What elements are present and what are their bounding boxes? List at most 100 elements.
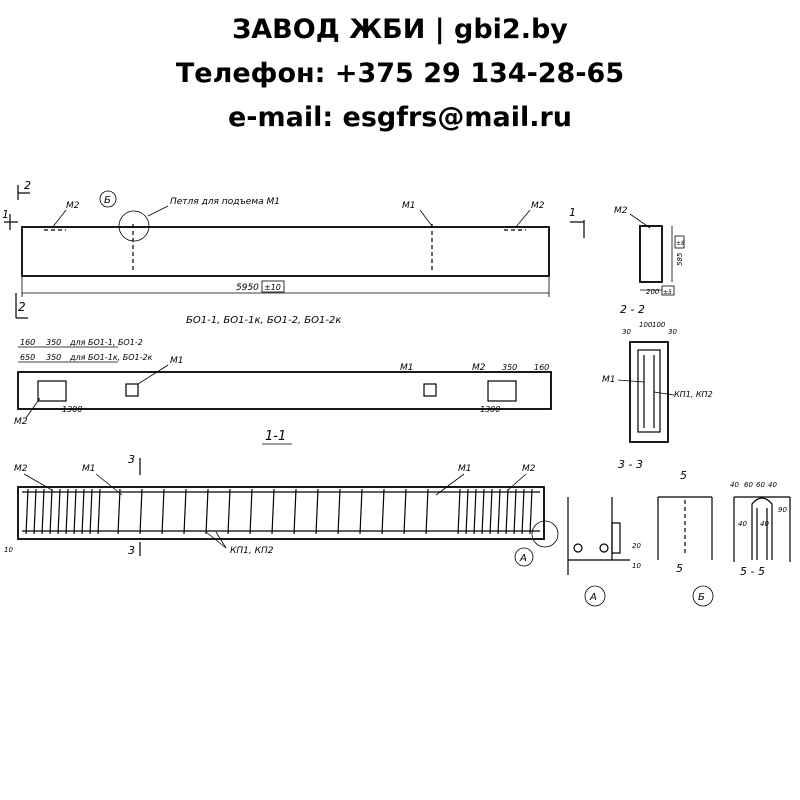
stirrup-bar (33, 488, 37, 535)
s11-m1-right-leader (435, 473, 465, 496)
stirrup-bar (117, 488, 121, 535)
s55-dim-40-c: 40 (738, 520, 747, 528)
plan-view: БО1-1, БО1-1к, БО1-2, БО1-2к 160 350 для… (14, 315, 552, 427)
detail-b-label: Б (698, 592, 705, 603)
stirrup-bar (73, 488, 77, 535)
stirrup-bar (161, 488, 165, 535)
stirrup-bar (97, 488, 101, 535)
s55-dim-40-a: 40 (730, 481, 739, 489)
section-2-2-title: 2 - 2 (620, 303, 645, 316)
stirrup-bar (481, 488, 485, 535)
company-title: ЗАВОД ЖБИ | gbi2.by (232, 14, 568, 45)
s11-dim-10-left: 10 (4, 546, 13, 554)
elevation-view: 1 2 2 1 Б М2 Петля для подъема М1 М1 М2 … (2, 179, 585, 319)
stirrup-bar (227, 488, 231, 535)
detail-b-callout-label: Б (104, 195, 111, 206)
section-2-2-dim-100: 100 (639, 321, 653, 329)
section-2-2-dim-100b: 100 (652, 321, 666, 329)
plan-m1-left-leader (137, 364, 169, 385)
company-email: e-mail: esgfrs@mail.ru (227, 102, 573, 133)
beam-plan-outline (17, 371, 552, 410)
plan-m2-left (37, 380, 67, 402)
stirrup-bar (381, 488, 385, 535)
s11-m1-right-label: М1 (458, 464, 472, 474)
stirrup-bar (529, 488, 533, 535)
plan-m1-left-label: М1 (170, 356, 184, 366)
stirrup-bar (293, 488, 297, 535)
stirrup-bar (249, 488, 253, 535)
detail-a-plate (611, 522, 621, 554)
plan-dim-160-left: 160 (20, 338, 35, 347)
stirrup-bar (425, 488, 429, 535)
plan-note-1: для БО1-1, БО1-2 (69, 338, 143, 347)
end-view: М2 585 ±8 200 ±5 (614, 206, 685, 296)
section-2-2-dim-30-left: 30 (622, 328, 631, 336)
width-tol-box (661, 285, 675, 296)
s11-m2-right-leader (507, 473, 527, 491)
height-tol-value: ±8 (676, 240, 685, 247)
plan-dim-650: 650 (20, 353, 35, 362)
plan-note-2: для БО1-1к, БО1-2к (69, 353, 153, 362)
plan-dim-1300-left: 1300 (62, 405, 82, 414)
cut-3-top-label: 3 (128, 453, 135, 466)
s11-m2-right-label: М2 (522, 464, 536, 474)
plan-dim-1300-right: 1300 (480, 405, 500, 414)
m2-left-label: М2 (66, 201, 80, 211)
section-5-5-loop (751, 497, 773, 560)
stirrup-bar (139, 488, 143, 535)
plan-dim-350-right: 350 (502, 363, 517, 372)
section-2-2: 2 - 2 30 100 100 30 М1 КП1, КП2 (602, 303, 713, 443)
stirrup-bar (41, 488, 45, 535)
stirrup-bar (271, 488, 275, 535)
s55-dim-60-a: 60 (744, 481, 753, 489)
m2-right-label: М2 (531, 201, 545, 211)
s55-dim-90: 90 (778, 506, 787, 514)
cut-3-bottom-label: 3 (128, 544, 135, 557)
stirrup-bar (457, 488, 461, 535)
stirrup-bar (89, 488, 93, 535)
section-2-2-cage (637, 349, 661, 433)
section-2-2-dim-30-right: 30 (668, 328, 677, 336)
m1-top-leader (419, 209, 433, 227)
stirrup-bar (25, 488, 29, 535)
detail-b-circle (118, 210, 150, 242)
stirrup-bar (489, 488, 493, 535)
s55-dim-60-b: 60 (756, 481, 765, 489)
detail-a-bar-2 (599, 543, 609, 553)
plan-m2-left-leader (25, 397, 41, 419)
cut-2-top-label: 2 (24, 179, 31, 192)
detail-a-bar-1 (573, 543, 583, 553)
plan-dim-350-left-b: 350 (46, 353, 61, 362)
stirrup-bar (513, 488, 517, 535)
section-5-5: 40 60 60 40 40 40 90 5 - 5 (730, 481, 791, 578)
detail-a-callout-label: А (519, 553, 527, 564)
plan-m2-right-label: М2 (472, 363, 486, 373)
loop-label: Петля для подъема М1 (170, 197, 280, 207)
detail-a-callout (514, 547, 534, 567)
end-view-outline (639, 225, 663, 283)
section-1-1-outline (17, 486, 545, 540)
detail-a-dim-10: 10 (632, 562, 641, 570)
s11-kp-leader-a (205, 531, 227, 549)
section-1-1-title: 1-1 (265, 429, 286, 444)
section-2-2-kp-label: КП1, КП2 (674, 390, 713, 399)
cut-2-bottom-label: 2 (18, 300, 26, 314)
stirrup-bar (359, 488, 363, 535)
section-2-2-m1-leader (617, 379, 645, 383)
plan-m1-left (125, 383, 139, 397)
cut-5-top-label: 5 (680, 469, 687, 482)
stirrups (25, 488, 533, 535)
stirrup-bar (497, 488, 501, 535)
stirrup-bar (183, 488, 187, 535)
height-tol-box (674, 235, 685, 249)
stirrup-bar (473, 488, 477, 535)
s55-dim-40-b: 40 (768, 481, 777, 489)
stirrup-bar (315, 488, 319, 535)
s55-dim-40-d: 40 (760, 520, 769, 528)
end-view-m2-label: М2 (614, 206, 628, 216)
plan-dim-160-right: 160 (534, 363, 549, 372)
detail-b-callout (99, 190, 117, 208)
s11-m1-left-leader (95, 473, 123, 496)
detail-a-label: А (589, 592, 597, 603)
length-tol-value: ±10 (264, 283, 281, 292)
